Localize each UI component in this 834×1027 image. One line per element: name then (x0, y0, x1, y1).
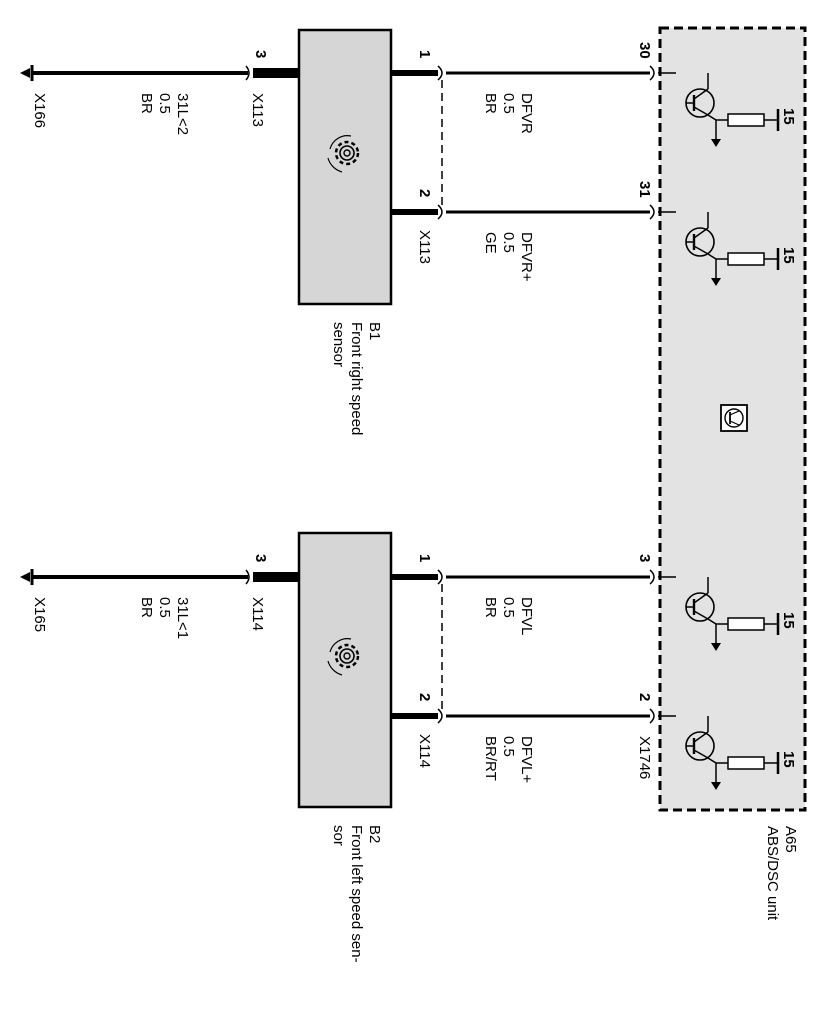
unit-id: A65 (782, 826, 799, 853)
connector-label: X113 (249, 93, 266, 127)
supply-terminal-label: 15 (780, 247, 797, 264)
wire-color: BR/RT (482, 736, 499, 781)
ground-wire-name: 31L<1 (174, 597, 191, 639)
ground-connector-label: X165 (31, 597, 48, 632)
unit-pin-number: 31 (636, 181, 653, 198)
front-left-speed-sensor-box (297, 531, 393, 809)
unit-connector-label: X1746 (636, 736, 653, 779)
pin-number: 3 (252, 50, 269, 58)
wire-size: 0.5 (500, 736, 517, 757)
pin-number: 3 (252, 554, 269, 562)
wire-name: DFVR+ (518, 232, 535, 282)
front-right-speed-sensor-box (297, 28, 393, 306)
wire-size: 0.5 (500, 232, 517, 253)
supply-terminal-label: 15 (780, 751, 797, 768)
wire-color: BR (482, 597, 499, 618)
signal-wires (391, 65, 655, 724)
unit-name: ABS/DSC unit (764, 826, 781, 921)
ground-wire-name: 31L<2 (174, 93, 191, 135)
sensor-id: B1 (366, 322, 383, 340)
sensor-name: sensor (330, 322, 347, 367)
wire-size: 0.5 (500, 93, 517, 114)
ground-symbol-icon (20, 65, 34, 81)
sensor-name: Front right speed (348, 322, 365, 435)
wire-color: GE (482, 232, 499, 254)
supply-terminal-label: 15 (780, 108, 797, 125)
pin-number: 2 (416, 693, 433, 701)
pin-number: 1 (416, 50, 433, 58)
ground-wire-color: BR (138, 93, 155, 114)
supply-terminal-label: 15 (780, 612, 797, 629)
wire-size: 0.5 (500, 597, 517, 618)
sensor-name: Front left speed sen- (348, 825, 365, 963)
ground-wire-size: 0.5 (156, 597, 173, 618)
pin-number: 2 (416, 189, 433, 197)
unit-pin-number: 3 (636, 554, 653, 562)
pin-number: 1 (416, 554, 433, 562)
transistor-box-icon (720, 404, 748, 432)
wire-name: DFVL+ (518, 736, 535, 783)
ground-symbol-icon (20, 569, 34, 585)
unit-pin-number: 2 (636, 693, 653, 701)
wire-name: DFVL (518, 597, 535, 635)
connector-label: X114 (416, 734, 433, 768)
ground-connector-label: X166 (31, 93, 48, 128)
ground-wire-color: BR (138, 597, 155, 618)
connector-label: X114 (249, 597, 266, 631)
wire-name: DFVR (518, 93, 535, 134)
sensor-name: sor (330, 825, 347, 846)
sensor-id: B2 (366, 825, 383, 843)
ground-wire-size: 0.5 (156, 93, 173, 114)
wire-color: BR (482, 93, 499, 114)
unit-pin-number: 30 (636, 42, 653, 59)
connector-label: X113 (416, 230, 433, 264)
